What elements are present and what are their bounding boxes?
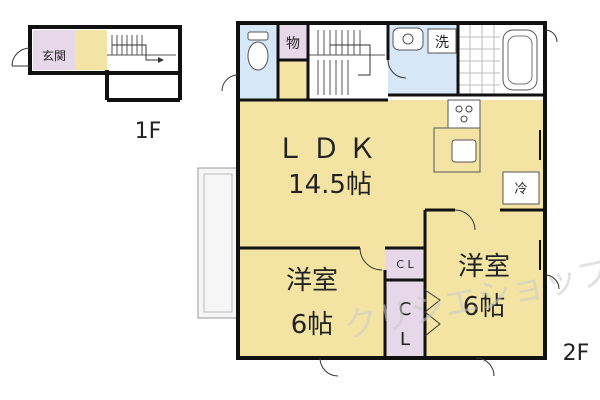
ldk-room <box>240 100 543 248</box>
closet-large-label-l: L <box>400 329 410 350</box>
floor-2-label: 2F <box>563 341 590 366</box>
washer-icon <box>427 28 457 54</box>
storage-room <box>278 25 308 60</box>
stair-arrow-2f <box>330 44 371 76</box>
hall-2f <box>278 60 308 100</box>
closet-large <box>385 280 425 356</box>
closet-small <box>385 248 425 280</box>
floor-2: 物 洗 <box>197 21 590 377</box>
stair-treads-2f <box>308 30 385 95</box>
stove-icon <box>447 99 481 129</box>
storage-label: 物 <box>286 36 300 52</box>
ldk-name-label: ＬＤＫ <box>276 132 384 165</box>
bedroom-left-name: 洋室 <box>286 266 338 296</box>
floor-1: 玄関 1F <box>11 25 182 144</box>
floor-2-walls <box>236 21 547 360</box>
bedroom-left <box>240 248 385 356</box>
bedroom-right <box>425 210 543 356</box>
door-swings <box>221 29 560 377</box>
fridge-label: 冷 <box>514 182 527 197</box>
entrance-floor <box>33 30 75 70</box>
hall-1f <box>75 30 107 70</box>
sink-icon <box>392 27 424 51</box>
stair-arrow-head-1f <box>158 57 164 63</box>
stair-arrow-1f <box>112 44 158 61</box>
bedroom-right-name: 洋室 <box>458 252 510 282</box>
interior-walls <box>240 25 543 356</box>
kitchen-counter <box>433 127 481 173</box>
closet-large-label-c: C <box>399 299 412 320</box>
bedroom-right-size: 6帖 <box>463 292 506 322</box>
bathtub-icon <box>502 29 538 91</box>
wash-label: 洗 <box>435 35 449 51</box>
bedroom-left-size: 6帖 <box>291 310 334 340</box>
entrance-label: 玄関 <box>42 48 66 63</box>
floor-1-label: 1F <box>135 119 162 144</box>
kitchen-sink-icon <box>451 139 477 163</box>
fridge-icon <box>502 171 540 205</box>
toilet-icon <box>247 41 269 71</box>
closet-small-label: C L <box>396 258 414 271</box>
ldk-size-label: 14.5帖 <box>288 170 372 200</box>
balcony <box>197 167 239 319</box>
toilet-tank-icon <box>247 31 269 41</box>
closet-folding-door <box>424 289 441 337</box>
entrance-door-swing <box>11 47 31 67</box>
bath-tiles <box>458 25 500 95</box>
